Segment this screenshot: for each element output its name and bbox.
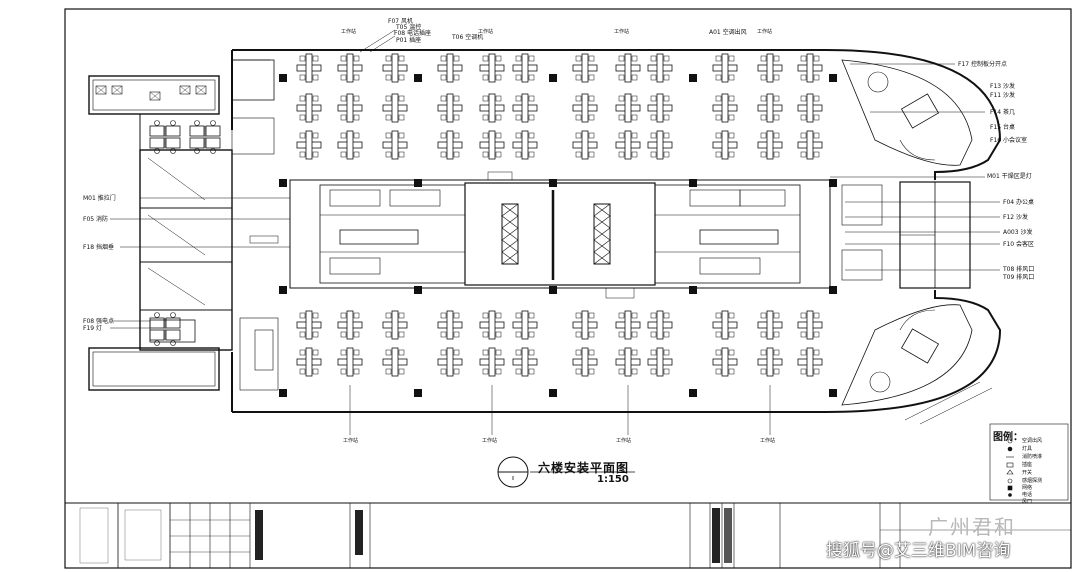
workstation-label: 工作站 xyxy=(343,438,359,444)
callout-f17: F17 控制板分开点 xyxy=(958,61,1007,68)
legend-item: 灯具 xyxy=(1022,446,1033,452)
label-f07: F07 风机 xyxy=(388,18,413,25)
legend-item: 网络 xyxy=(1022,485,1033,491)
label-a01: A01 空调出风 xyxy=(709,29,747,36)
callout-f05: F05 消防 xyxy=(83,216,108,223)
callout-m01-right: M01 干燥区是灯 xyxy=(987,173,1032,180)
legend-item: 感烟探测 xyxy=(1022,478,1043,484)
callout-f15: F15 台桌 xyxy=(990,124,1015,131)
callout-f10: F10 会客区 xyxy=(1003,241,1034,248)
plan-scale: 1:150 xyxy=(597,474,629,485)
plan-title: 六楼安装平面图 xyxy=(538,461,630,475)
title-block xyxy=(65,502,1071,568)
stair-1 xyxy=(501,203,519,265)
label-t05: T05 温控 xyxy=(396,24,422,31)
central-core xyxy=(249,179,831,289)
legend-symbols xyxy=(989,423,1069,501)
callout-f19: F19 灯 xyxy=(83,325,102,332)
north-workstations xyxy=(296,53,823,160)
callout-a003: A003 沙发 xyxy=(1003,229,1033,236)
workstation-label: 工作站 xyxy=(614,29,630,35)
dimension-marks xyxy=(904,381,993,425)
outer-frame xyxy=(64,8,1072,569)
workstation-label: 工作站 xyxy=(341,29,357,35)
meeting-tables xyxy=(329,184,883,281)
stair-2 xyxy=(593,203,611,265)
workstation-label: 工作站 xyxy=(760,438,776,444)
label-p01: P01 插座 xyxy=(396,37,422,44)
legend-item: 风口 xyxy=(1022,499,1033,505)
callout-f11: F11 沙发 xyxy=(990,92,1015,99)
legend-item: 消防喷淋 xyxy=(1022,454,1043,460)
workstation-label: 工作站 xyxy=(616,438,632,444)
structural-columns xyxy=(279,74,837,397)
watermark-bottom: 搜狐号@艾三维BIM咨询 xyxy=(826,541,1011,561)
title-symbol xyxy=(497,456,635,488)
misc-furniture xyxy=(95,71,940,393)
callout-t08: T08 排风口 xyxy=(1003,266,1035,273)
callout-f08-left: F08 强电点 xyxy=(83,318,114,325)
callout-f18: F18 挡烟垂 xyxy=(83,244,114,251)
callout-f12: F12 沙发 xyxy=(1003,214,1028,221)
workstation-label: 工作站 xyxy=(482,438,498,444)
building-walls xyxy=(88,49,1002,413)
callout-t09: T09 排风口 xyxy=(1003,274,1035,281)
south-workstations xyxy=(296,310,823,377)
legend-item: 电话 xyxy=(1022,492,1033,498)
legend-title: 图例： xyxy=(993,432,1023,443)
workstation-label: 工作站 xyxy=(478,29,494,35)
label-f08: F08 电话插座 xyxy=(394,30,431,37)
legend-item: 插座 xyxy=(1022,462,1033,468)
callout-f16: F16 小会议室 xyxy=(990,137,1027,144)
legend-item: 空调出风 xyxy=(1022,438,1043,444)
callout-f04: F04 办公桌 xyxy=(1003,199,1034,206)
callout-m01-left: M01 推拉门 xyxy=(83,195,116,202)
workstation-label: 工作站 xyxy=(757,29,773,35)
callout-f14: F14 茶几 xyxy=(990,109,1015,116)
legend-item: 开关 xyxy=(1022,470,1033,476)
leader-lines xyxy=(110,29,1000,435)
label-t06: T06 空调机 xyxy=(452,34,484,41)
watermark-top: 广州君和 xyxy=(928,515,1016,539)
callout-f13: F13 沙发 xyxy=(990,83,1015,90)
